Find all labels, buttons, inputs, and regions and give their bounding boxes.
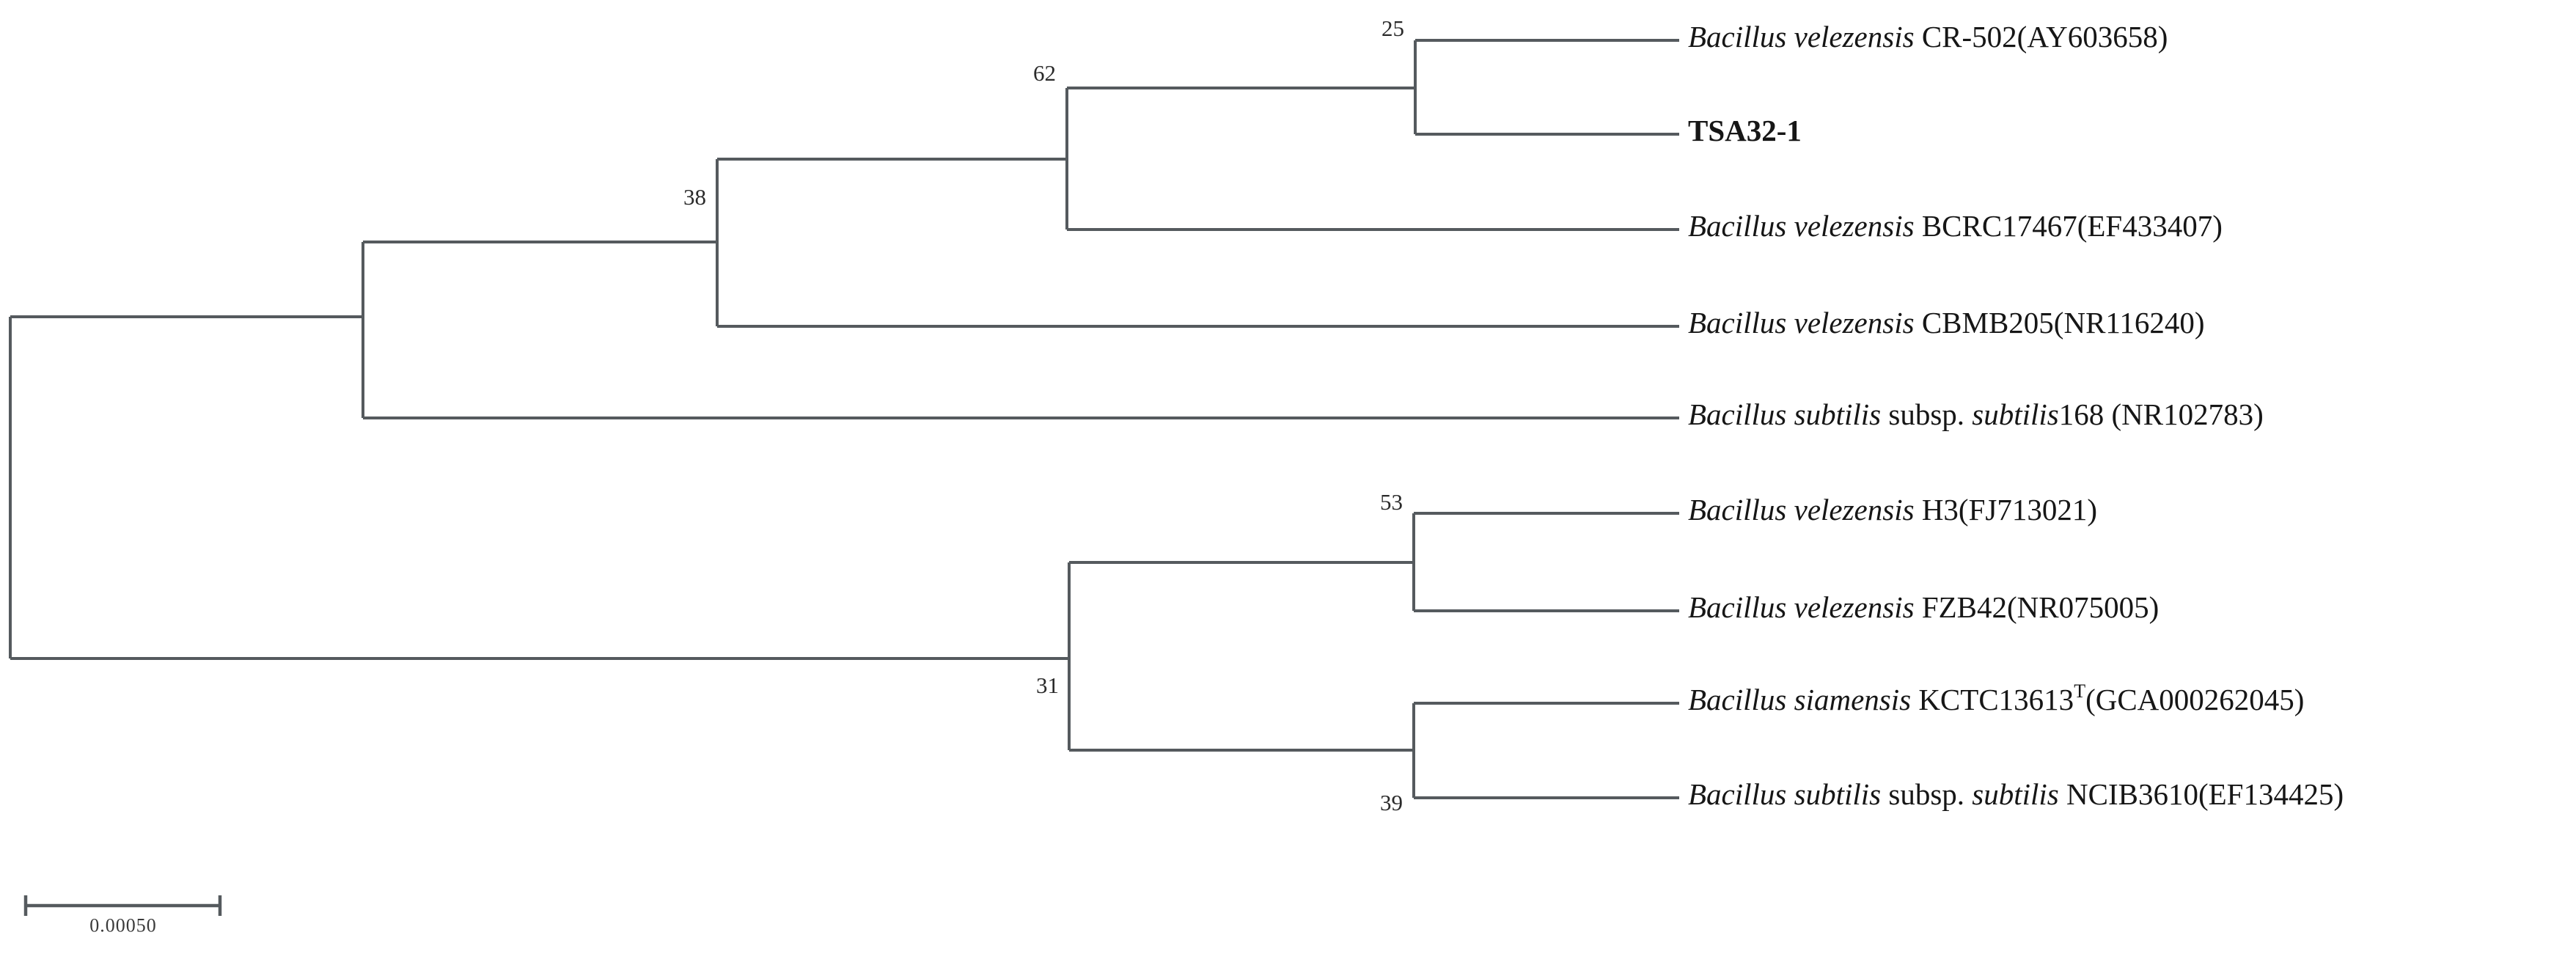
tip-label-cr502: Bacillus velezensis CR-502(AY603658) xyxy=(1688,20,2168,54)
tip-label-fzb42-strain: FZB42(NR075005) xyxy=(1922,590,2159,624)
tip-label-subtilis168-subspecies: subtilis xyxy=(1972,397,2058,431)
tip-label-bcrc17467: Bacillus velezensis BCRC17467(EF433407) xyxy=(1688,209,2223,243)
tip-label-h3: Bacillus velezensis H3(FJ713021) xyxy=(1688,493,2097,526)
tip-label-subtilis168-subsp: subsp. xyxy=(1888,397,1972,431)
bootstrap-value-25: 25 xyxy=(1381,15,1404,41)
tip-label-cbmb205: Bacillus velezensis CBMB205(NR116240) xyxy=(1688,306,2205,340)
scale-bar: 0.00050 xyxy=(23,895,222,936)
tip-label-ncib3610-strain: NCIB3610(EF134425) xyxy=(2059,777,2344,811)
tip-label-subtilis168: Bacillus subtilis subsp. subtilis168 (NR… xyxy=(1688,397,2264,431)
tip-label-fzb42: Bacillus velezensis FZB42(NR075005) xyxy=(1688,590,2159,624)
tip-label-h3-strain: H3(FJ713021) xyxy=(1922,493,2097,526)
tip-label-ncib3610: Bacillus subtilis subsp. subtilis NCIB36… xyxy=(1688,777,2344,811)
bootstrap-value-39: 39 xyxy=(1380,790,1403,815)
bootstrap-value-62: 62 xyxy=(1033,60,1056,86)
tip-label-cbmb205-strain: CBMB205(NR116240) xyxy=(1922,306,2205,340)
tip-label-ncib3610-subspecies: subtilis xyxy=(1972,777,2058,811)
tip-label-h3-species: Bacillus velezensis xyxy=(1688,493,1922,526)
tip-label-ncib3610-species: Bacillus subtilis xyxy=(1688,777,1888,811)
bootstrap-value-53: 53 xyxy=(1380,489,1403,515)
tip-label-tsa32-1: TSA32-1 xyxy=(1688,114,1802,147)
bootstrap-values: 25 62 38 53 31 39 xyxy=(683,15,1404,815)
tip-label-cbmb205-species: Bacillus velezensis xyxy=(1688,306,1922,340)
tip-label-tsa32-1-strain: TSA32-1 xyxy=(1688,114,1802,147)
tip-label-kctc13613-species: Bacillus siamensis xyxy=(1688,683,1918,716)
tip-label-bcrc17467-strain: BCRC17467(EF433407) xyxy=(1922,209,2223,243)
bootstrap-value-31: 31 xyxy=(1036,672,1059,698)
tip-label-kctc13613-accession: (GCA000262045) xyxy=(2085,683,2304,716)
bootstrap-value-38: 38 xyxy=(683,184,706,210)
scale-bar-label: 0.00050 xyxy=(89,914,157,936)
tip-label-subtilis168-species: Bacillus subtilis xyxy=(1688,397,1888,431)
tip-labels: Bacillus velezensis CR-502(AY603658) TSA… xyxy=(1688,20,2344,811)
tree-branches xyxy=(9,39,1679,799)
tip-label-kctc13613-strain: KCTC13613 xyxy=(1918,683,2074,716)
tip-label-kctc13613: Bacillus siamensis KCTC13613T(GCA0002620… xyxy=(1688,680,2304,716)
tip-label-kctc13613-type-superscript: T xyxy=(2074,680,2085,702)
tip-label-fzb42-species: Bacillus velezensis xyxy=(1688,590,1922,624)
tip-label-ncib3610-subsp: subsp. xyxy=(1888,777,1972,811)
tip-label-bcrc17467-species: Bacillus velezensis xyxy=(1688,209,1922,243)
tip-label-subtilis168-strain: 168 (NR102783) xyxy=(2059,397,2264,431)
tip-label-cr502-species: Bacillus velezensis xyxy=(1688,20,1922,54)
tip-label-cr502-strain: CR-502(AY603658) xyxy=(1922,20,2168,54)
